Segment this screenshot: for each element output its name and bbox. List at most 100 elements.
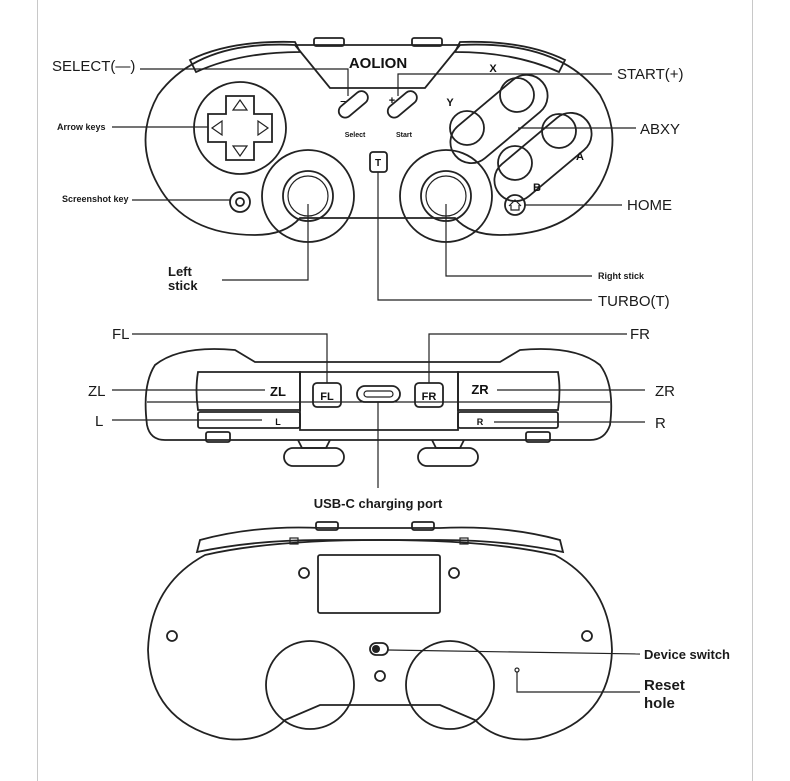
back-right-clip (459, 537, 469, 545)
r-mark: R (477, 417, 484, 427)
left-stick-label-line1: Left (168, 264, 193, 279)
a-button[interactable] (541, 113, 577, 149)
start-label: START(+) (617, 66, 684, 83)
abxy-label: ABXY (640, 121, 680, 138)
reset-hole-label-line2: hole (644, 695, 675, 712)
select-leader (140, 68, 349, 96)
home-label: HOME (627, 197, 672, 214)
device-switch-label: Device switch (644, 647, 730, 662)
home-icon (508, 199, 522, 211)
y-mark: Y (446, 97, 454, 109)
fr-leader (428, 333, 627, 383)
turbo-leader (377, 172, 592, 301)
device-switch-leader (387, 649, 641, 655)
zl-label: ZL (88, 383, 106, 400)
front-center-panel (299, 371, 459, 431)
r-button[interactable] (457, 411, 559, 429)
turbo-mark: T (375, 158, 381, 169)
top-left-tab (313, 37, 345, 47)
turbo-label: TURBO(T) (598, 293, 670, 310)
dpad-left-arrow (210, 119, 223, 137)
fl-leader (132, 333, 328, 383)
reset-hole[interactable] (514, 667, 520, 673)
device-switch[interactable] (369, 642, 389, 656)
zr-mark: ZR (471, 382, 489, 397)
top-right-tab (411, 37, 443, 47)
a-mark: A (576, 151, 584, 163)
screw-mid-right (581, 630, 593, 642)
ab-button-pill (493, 111, 593, 203)
right-stick-leader (445, 204, 592, 277)
controller-body-top (144, 43, 614, 236)
brand-plate (294, 44, 461, 89)
l-mark: L (275, 417, 281, 427)
back-right-tab (411, 521, 435, 531)
arrow-keys-label: Arrow keys (57, 122, 106, 132)
zr-label: ZR (655, 383, 675, 400)
select-mark: Select (345, 132, 366, 139)
screw-top-right (448, 567, 460, 579)
dpad[interactable] (207, 95, 273, 161)
dpad-right-arrow (257, 119, 270, 137)
fr-mark: FR (422, 391, 437, 403)
xy-button-pill (449, 73, 549, 165)
screenshot-button[interactable] (229, 191, 251, 213)
x-mark: X (489, 63, 497, 75)
b-button[interactable] (497, 145, 533, 181)
front-right-stick-neck (431, 439, 465, 449)
screenshot-icon (235, 197, 245, 207)
frame-left-edge (37, 0, 38, 781)
start-button[interactable] (385, 88, 419, 120)
front-right-stick-cap (417, 447, 479, 467)
front-left-stick-neck (297, 439, 331, 449)
back-left-clip (289, 537, 299, 545)
y-button[interactable] (449, 110, 485, 146)
zr-button[interactable] (457, 371, 561, 411)
right-stick-label: Right stick (598, 271, 645, 281)
controller-body-front (144, 348, 613, 441)
dpad-down-arrow (231, 145, 249, 158)
l-label: L (95, 413, 103, 430)
b-mark: B (533, 182, 541, 194)
zl-button[interactable] (195, 371, 301, 411)
start-leader (397, 73, 612, 96)
back-right-grip (405, 640, 495, 730)
screw-top-left (298, 567, 310, 579)
r-label: R (655, 415, 666, 432)
reset-leader (516, 672, 640, 693)
screw-mid-left (166, 630, 178, 642)
frame-right-edge (752, 0, 753, 781)
plus-mark: + (389, 95, 395, 107)
x-button[interactable] (499, 77, 535, 113)
fl-mark: FL (320, 391, 334, 403)
screenshot-key-label: Screenshot key (62, 194, 129, 204)
back-left-tab (315, 521, 339, 531)
minus-mark: – (340, 96, 346, 107)
front-right-foot (525, 431, 551, 443)
back-label-panel (317, 554, 441, 614)
top-view: AOLION – + Select Start T X Y A B (52, 37, 684, 310)
back-left-grip (265, 640, 355, 730)
screw-bottom-center (374, 670, 386, 682)
back-top-rail (195, 526, 565, 554)
start-mark: Start (396, 132, 413, 139)
fr-label: FR (630, 326, 650, 343)
controller-body-back (147, 539, 613, 741)
usb-c-label: USB-C charging port (314, 496, 443, 511)
back-view: Device switch Reset hole (147, 521, 730, 741)
zl-mark: ZL (270, 384, 286, 399)
brand-logo: AOLION (349, 55, 407, 72)
left-stick-label-line2: stick (168, 278, 198, 293)
home-button[interactable] (504, 194, 526, 216)
front-left-foot (205, 431, 231, 443)
usb-c-port-inner (363, 390, 394, 398)
select-button[interactable] (336, 88, 370, 120)
dpad-up-arrow (231, 98, 249, 111)
left-stick-leader (222, 204, 309, 281)
front-view: ZL L ZR R FL FR FL FR ZL ZR (88, 326, 675, 511)
fl-label: FL (112, 326, 130, 343)
reset-hole-label-line1: Reset (644, 677, 685, 694)
front-left-stick-cap (283, 447, 345, 467)
